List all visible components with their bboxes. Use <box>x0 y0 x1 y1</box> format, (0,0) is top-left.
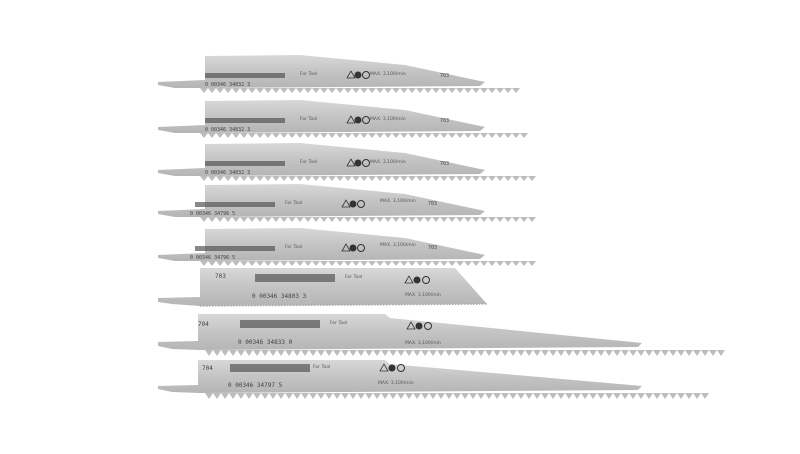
brand-label: For Tool <box>330 320 347 326</box>
brand-label: For Tool <box>300 71 317 77</box>
blade-code: 703 <box>440 73 449 79</box>
blade-code: 703 <box>215 273 226 280</box>
blade-code: 704 <box>198 321 209 328</box>
warning-icons <box>346 115 370 124</box>
barcode-number: 0 00346 34832 3 <box>205 127 250 133</box>
warning-icons <box>404 275 430 284</box>
blade-code: 703 <box>440 118 449 124</box>
speed-label: MAX. 3,100/min <box>370 159 406 165</box>
speed-label: MAX. 3,100/min <box>405 292 441 298</box>
saw-blade-2: 0 00346 34832 3 For Tool MAX. 3,100/min … <box>158 100 528 138</box>
saw-blade-8: 704 0 00346 34797 5 For Tool MAX. 3,100/… <box>158 360 709 399</box>
speed-label: MAX. 3,100/min <box>380 198 416 204</box>
barcode-number: 0 00346 34832 3 <box>205 82 250 88</box>
speed-label: MAX. 3,100/min <box>380 242 416 248</box>
barcode-number: 0 00346 34832 3 <box>205 170 250 176</box>
warning-icons <box>406 321 432 330</box>
saw-blade-4: 0 00346 34796 5 For Tool MAX. 3,100/min … <box>158 184 536 222</box>
brand-label: For Tool <box>313 364 330 370</box>
blade-code: 703 <box>428 201 437 207</box>
warning-icons <box>341 199 365 208</box>
speed-label: MAX. 3,100/min <box>370 116 406 122</box>
brand-label: For Tool <box>285 200 302 206</box>
barcode-number: 0 00346 34796 5 <box>190 211 235 217</box>
speed-label: MAX. 3,100/min <box>370 71 406 77</box>
blade-code: 703 <box>440 161 449 167</box>
brand-label: For Tool <box>300 159 317 165</box>
warning-icons <box>346 158 370 167</box>
saw-blade-7: 704 0 00346 34833 0 For Tool MAX. 3,100/… <box>158 314 725 356</box>
warning-icons <box>379 363 405 372</box>
warning-icons <box>346 70 370 79</box>
brand-label: For Tool <box>345 274 362 280</box>
barcode-number: 0 00346 34803 3 <box>252 293 307 300</box>
speed-label: MAX. 3,100/min <box>405 340 441 346</box>
saw-blade-5: 0 00346 34796 5 For Tool MAX. 3,100/min … <box>158 228 536 266</box>
barcode-number: 0 00346 34833 0 <box>238 339 293 346</box>
saw-blade-6: 703 0 00346 34803 3 For Tool MAX. 3,100/… <box>158 268 488 307</box>
barcode-number: 0 00346 34797 5 <box>228 382 283 389</box>
blade-code: 703 <box>428 245 437 251</box>
barcode-number: 0 00346 34796 5 <box>190 255 235 261</box>
warning-icons <box>341 243 365 252</box>
brand-label: For Tool <box>300 116 317 122</box>
brand-label: For Tool <box>285 244 302 250</box>
speed-label: MAX. 3,100/min <box>378 380 414 386</box>
blade-code: 704 <box>202 365 213 372</box>
saw-blade-3: 0 00346 34832 3 For Tool MAX. 3,100/min … <box>158 143 536 181</box>
saw-blade-1: 0 00346 34832 3 For Tool MAX. 3,100/min … <box>158 55 520 93</box>
